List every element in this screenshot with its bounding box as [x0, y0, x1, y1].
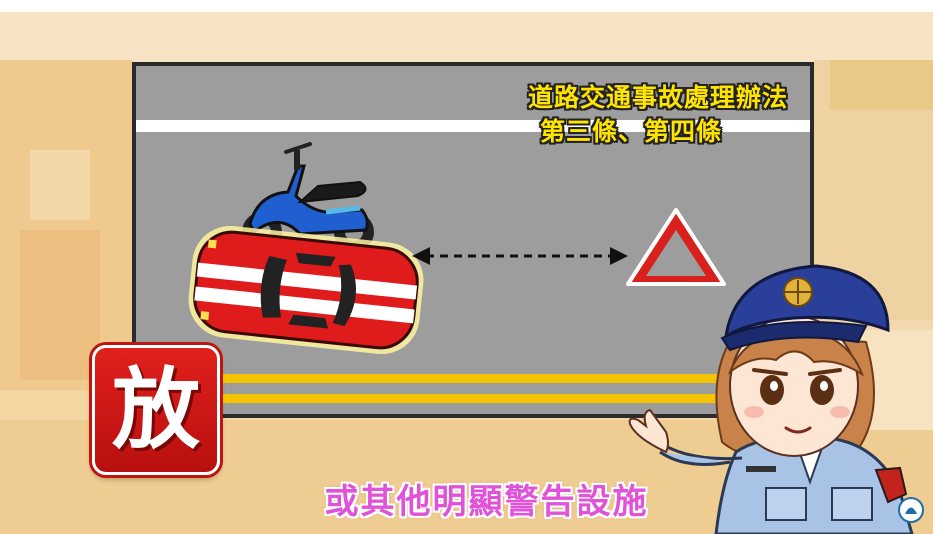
- police-emblem-icon: [898, 497, 924, 523]
- road-diagram-board: 道路交通事故處理辦法 第三條、第四條: [132, 62, 814, 418]
- subtitle-caption: 或其他明顯警告設施: [324, 482, 649, 522]
- yellow-line-lower: [216, 394, 810, 403]
- regulation-articles: 第三條、第四條: [539, 117, 722, 146]
- warning-triangle-icon: [626, 208, 726, 286]
- road-diagram: [136, 120, 810, 403]
- white-lane-line: [136, 120, 810, 132]
- double-arrow-icon: [412, 247, 628, 265]
- yellow-line-upper: [216, 374, 810, 383]
- regulation-title: 道路交通事故處理辦法: [527, 83, 788, 112]
- police-officer-character: [628, 264, 914, 534]
- car-icon: [188, 225, 424, 355]
- cap-badge-icon: [783, 277, 813, 307]
- badge-label: 放: [111, 358, 200, 461]
- action-badge: 放: [92, 345, 220, 475]
